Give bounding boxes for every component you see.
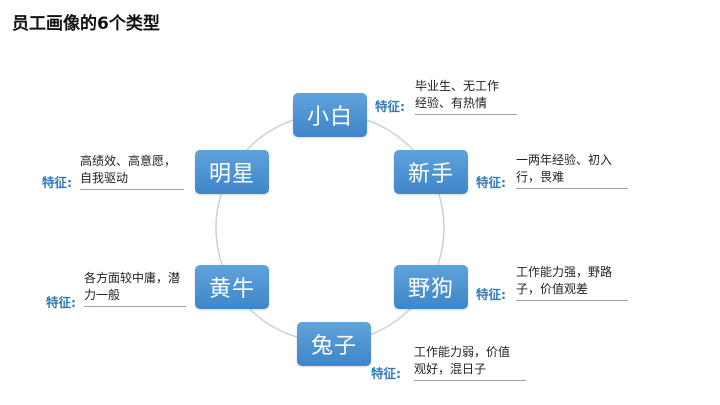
desc-yegou: 工作能力强，野路 子，价值观差 bbox=[516, 264, 628, 301]
desc-yegou-line2: 子，价值观差 bbox=[516, 282, 589, 296]
desc-huangniu-line2: 力一般 bbox=[84, 288, 121, 302]
feature-label-tuzi: 特征: bbox=[371, 366, 401, 381]
node-xinshou: 新手 bbox=[394, 150, 468, 194]
desc-tuzi-line1: 工作能力弱，价值 bbox=[414, 345, 511, 359]
desc-mingxing-line2: 自我驱动 bbox=[80, 171, 129, 185]
desc-huangniu: 各方面较中庸，潜 力一般 bbox=[84, 270, 186, 307]
node-huangniu: 黄牛 bbox=[195, 265, 269, 309]
desc-xinshou: 一两年经验、初入 行，畏难 bbox=[516, 152, 628, 189]
desc-xiaobai-line1: 毕业生、无工作 bbox=[415, 79, 500, 93]
desc-huangniu-line1: 各方面较中庸，潜 bbox=[84, 271, 181, 285]
page-title: 员工画像的6个类型 bbox=[12, 14, 160, 34]
desc-xinshou-line2: 行，畏难 bbox=[516, 170, 565, 184]
desc-xiaobai-line2: 经验、有热情 bbox=[415, 96, 488, 110]
desc-xiaobai: 毕业生、无工作 经验、有热情 bbox=[415, 78, 517, 115]
desc-yegou-line1: 工作能力强，野路 bbox=[516, 265, 613, 279]
node-yegou: 野狗 bbox=[394, 265, 468, 309]
desc-tuzi-line2: 观好，混日子 bbox=[414, 362, 487, 376]
desc-mingxing-line1: 高绩效、高意愿， bbox=[80, 154, 177, 168]
feature-label-yegou: 特征: bbox=[476, 287, 506, 302]
node-xiaobai: 小白 bbox=[293, 93, 367, 137]
node-mingxing: 明星 bbox=[195, 150, 269, 194]
desc-xinshou-line1: 一两年经验、初入 bbox=[516, 153, 613, 167]
feature-label-xinshou: 特征: bbox=[476, 175, 506, 190]
feature-label-mingxing: 特征: bbox=[42, 175, 72, 190]
node-tuzi: 兔子 bbox=[297, 322, 371, 366]
desc-tuzi: 工作能力弱，价值 观好，混日子 bbox=[414, 344, 526, 381]
feature-label-huangniu: 特征: bbox=[46, 295, 76, 310]
desc-mingxing: 高绩效、高意愿， 自我驱动 bbox=[80, 153, 184, 190]
feature-label-xiaobai: 特征: bbox=[375, 99, 405, 114]
